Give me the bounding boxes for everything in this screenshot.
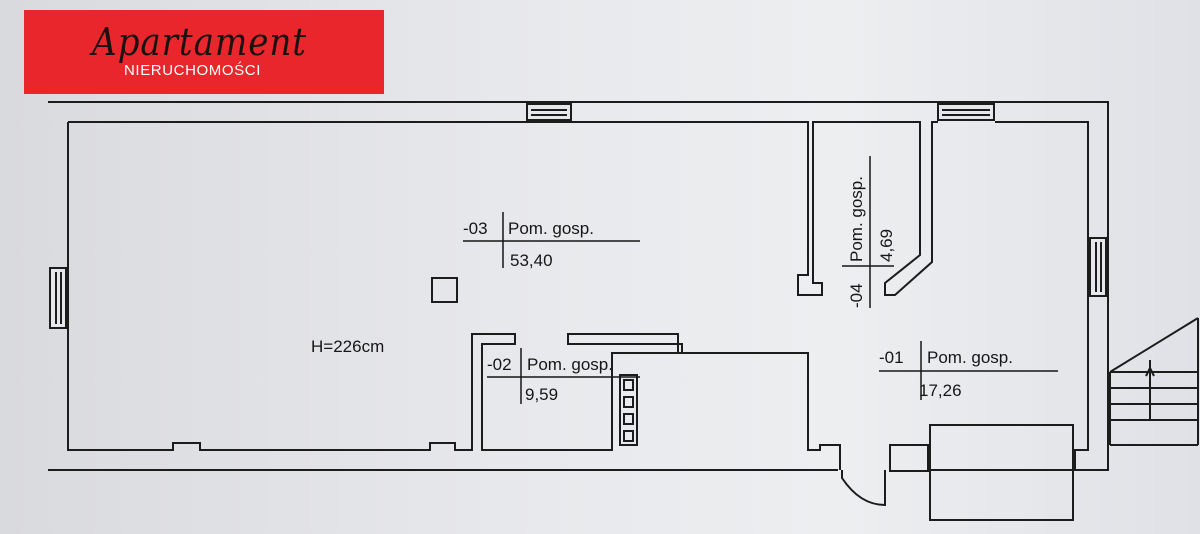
- ceiling-height: H=226cm: [311, 337, 384, 356]
- svg-text:Pom. gosp.: Pom. gosp.: [527, 355, 613, 374]
- svg-text:-03: -03: [463, 219, 488, 238]
- window-top-right: [937, 103, 995, 121]
- window-top-left: [526, 103, 572, 121]
- svg-text:53,40: 53,40: [510, 251, 553, 270]
- entry-platform: [929, 424, 1074, 521]
- svg-text:-01: -01: [879, 348, 904, 367]
- exterior-stairs: [1109, 317, 1199, 446]
- small-box: [889, 444, 929, 472]
- column: [431, 277, 458, 303]
- agency-logo: Apartament NIERUCHOMOŚCI: [24, 10, 384, 94]
- svg-text:17,26: 17,26: [919, 381, 962, 400]
- window-right: [1089, 237, 1107, 297]
- window-left: [49, 267, 67, 329]
- svg-text:4,69: 4,69: [877, 229, 896, 262]
- outer-wall-outline: [48, 101, 1109, 471]
- room-label-02: -02 Pom. gosp. 9,59: [487, 348, 640, 404]
- svg-text:Pom. gosp.: Pom. gosp.: [847, 176, 866, 262]
- door-swing: [841, 470, 886, 507]
- svg-text:9,59: 9,59: [525, 385, 558, 404]
- logo-script-text: Apartament: [92, 20, 307, 64]
- svg-text:-04: -04: [847, 283, 866, 308]
- vent-stack: [619, 374, 638, 446]
- svg-text:Pom. gosp.: Pom. gosp.: [927, 348, 1013, 367]
- room-label-03: -03 Pom. gosp. 53,40: [463, 212, 640, 270]
- room-label-04: -04 Pom. gosp. 4,69: [842, 156, 896, 308]
- svg-text:Pom. gosp.: Pom. gosp.: [508, 219, 594, 238]
- svg-text:-02: -02: [487, 355, 512, 374]
- inner-wall-outline: [67, 122, 841, 470]
- logo-subtitle: NIERUCHOMOŚCI: [124, 62, 261, 79]
- room-label-01: -01 Pom. gosp. 17,26: [879, 341, 1058, 400]
